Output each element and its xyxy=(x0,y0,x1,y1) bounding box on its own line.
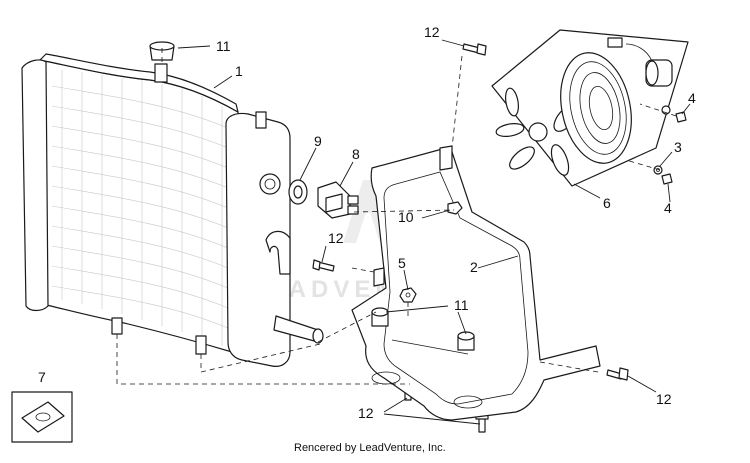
render-credit: Rencered by LeadVenture, Inc. xyxy=(294,442,446,454)
radiator xyxy=(21,53,324,367)
o-ring xyxy=(288,179,308,205)
leader-lines xyxy=(177,39,691,425)
nut-5 xyxy=(399,287,417,303)
bracket-clip-box xyxy=(11,391,73,443)
callout-5-nut: 5 xyxy=(398,255,406,271)
callout-8-thermo-switch: 8 xyxy=(352,146,360,162)
callout-11-grommets-lower: 11 xyxy=(454,297,469,313)
screw-4-top xyxy=(661,105,687,123)
callout-11-grommet-top: 11 xyxy=(216,38,231,54)
callout-7-bracket-clip: 7 xyxy=(38,369,46,385)
fan-bracket xyxy=(351,145,601,421)
callout-10-nut: 10 xyxy=(398,209,414,225)
thermo-switch xyxy=(317,181,359,219)
callout-9-o-ring: 9 xyxy=(314,133,322,149)
callout-2-fan-bracket: 2 xyxy=(470,259,478,275)
callout-1-radiator: 1 xyxy=(235,63,243,79)
callout-3-washer: 3 xyxy=(674,139,682,155)
callout-labels: 11 1 9 8 12 12 10 5 2 11 6 4 3 4 12 12 7 xyxy=(38,24,696,421)
bolt-fan-top xyxy=(462,43,487,56)
cooling-fan-assembly xyxy=(491,29,689,187)
callout-12-bolts-bottom: 12 xyxy=(358,405,374,421)
bolt-bracket-right xyxy=(606,367,629,381)
assembly-guide-lines xyxy=(116,44,677,385)
grommet-lower-left xyxy=(371,307,389,327)
callout-4-screw-top: 4 xyxy=(688,90,696,106)
radiator-core-fins xyxy=(51,70,229,346)
screw-4-bottom xyxy=(661,173,673,185)
washer-3 xyxy=(653,165,663,175)
callout-6-fan-assembly: 6 xyxy=(603,195,611,211)
fan-shroud xyxy=(560,52,632,164)
callout-12-bolt-top: 12 xyxy=(424,24,440,40)
callout-12-bolt-left: 12 xyxy=(328,230,344,246)
callout-4-screw-bottom: 4 xyxy=(664,200,672,216)
bolt-bracket-left xyxy=(312,259,335,272)
fan-motor xyxy=(607,37,673,87)
callout-12-bolt-right: 12 xyxy=(656,391,672,407)
grommet-lower-right xyxy=(457,331,475,351)
